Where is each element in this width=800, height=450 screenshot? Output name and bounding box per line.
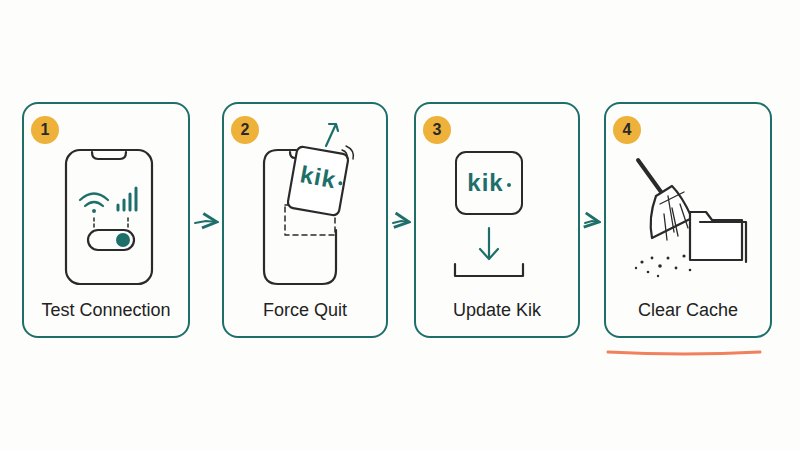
- step-caption: Force Quit: [224, 300, 386, 321]
- step-box: Force Quit 2: [222, 102, 388, 338]
- callout-number: 2: [241, 121, 250, 139]
- highlight-underline: [608, 352, 760, 354]
- step-number: 4: [613, 116, 641, 144]
- phone-icon: [66, 150, 152, 284]
- callout-number: 4: [623, 121, 632, 139]
- step-caption: Test Connection: [24, 300, 188, 321]
- step-number: 1: [31, 116, 59, 144]
- step-box: Test Connection 1: [22, 102, 190, 338]
- step-box: Update Kik 3: [414, 102, 580, 338]
- logo-dot: [338, 181, 343, 186]
- logo-dot: [507, 183, 511, 187]
- callout-number: 1: [41, 121, 50, 139]
- update-icon: [455, 152, 523, 276]
- flow-arrow: [393, 221, 409, 223]
- step-caption: Update Kik: [416, 300, 578, 321]
- broom-icon: [635, 160, 746, 277]
- flow-arrow: [585, 221, 599, 223]
- flow-arrow: [195, 221, 217, 223]
- step-number: 2: [231, 116, 259, 144]
- step-box: Clear Cache 4: [604, 102, 772, 338]
- force-quit-icon: [264, 124, 353, 284]
- app-logo-text: kik: [467, 169, 510, 197]
- step-number: 3: [423, 116, 451, 144]
- step-caption: Clear Cache: [606, 300, 770, 321]
- callout-number: 3: [433, 121, 442, 139]
